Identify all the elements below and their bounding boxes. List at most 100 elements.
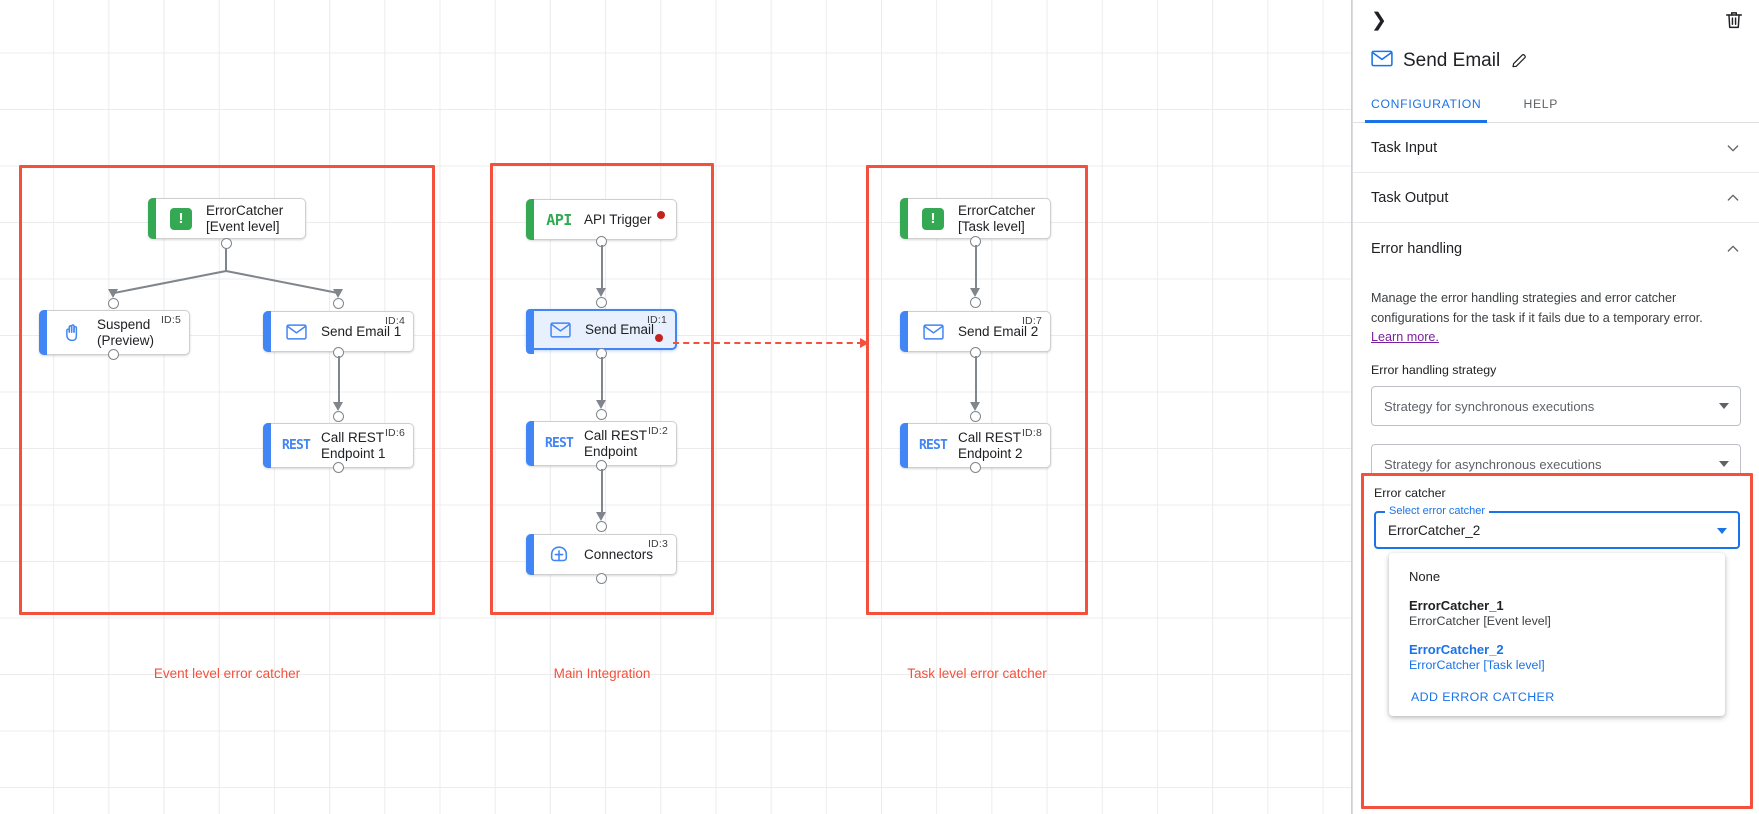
email-icon (283, 319, 309, 345)
node-label: Send Email (585, 321, 655, 337)
error-handling-body: Manage the error handling strategies and… (1353, 275, 1759, 485)
section-label: Task Output (1371, 189, 1449, 206)
node-accent (39, 310, 47, 355)
node-label: Call REST Endpoint 1 (321, 429, 386, 461)
node-send-email[interactable]: Send Email ID:1 (526, 309, 677, 354)
group-box-main-integration (490, 163, 714, 615)
node-label: Send Email 2 (958, 323, 1039, 339)
section-label: Task Input (1371, 139, 1438, 156)
error-catcher-link (673, 342, 863, 344)
menu-item-sublabel: ErrorCatcher [Task level] (1409, 658, 1545, 672)
node-port-in[interactable] (108, 298, 119, 309)
error-catcher-selected-value: ErrorCatcher_2 (1388, 522, 1481, 538)
node-accent (900, 423, 908, 468)
chevron-down-icon (1725, 140, 1741, 156)
panel-title-row: Send Email (1353, 40, 1759, 78)
add-error-catcher-button[interactable]: ADD ERROR CATCHER (1411, 690, 1555, 704)
chevron-down-icon (1717, 528, 1727, 534)
edge (600, 469, 603, 516)
group-caption-main-integration: Main Integration (553, 666, 651, 681)
node-port-out[interactable] (596, 573, 607, 584)
error-handling-strategy-label: Error handling strategy (1371, 363, 1497, 378)
menu-item-label: ErrorCatcher_1 (1409, 598, 1504, 613)
node-label: Connectors (584, 546, 654, 562)
edge-arrowhead (970, 402, 980, 411)
panel-tabs: CONFIGURATION HELP (1353, 90, 1759, 123)
node-port-in[interactable] (970, 411, 981, 422)
workflow-canvas[interactable]: ! ErrorCatcher [Event level] Sus (0, 0, 1352, 814)
node-call-rest-endpoint-2[interactable]: REST Call REST Endpoint 2 ID:8 (900, 423, 1051, 468)
node-port-in[interactable] (596, 409, 607, 420)
chevron-right-icon[interactable]: ❯ (1371, 9, 1387, 31)
menu-item-errorcatcher-2[interactable]: ErrorCatcher_2 ErrorCatcher [Task level] (1389, 635, 1725, 679)
error-catcher-legend: Select error catcher (1385, 505, 1489, 517)
learn-more-link[interactable]: Learn more. (1371, 330, 1439, 345)
chevron-down-icon (1719, 403, 1729, 410)
branch-connector (113, 248, 339, 294)
node-port-out[interactable] (108, 349, 119, 360)
error-indicator-dot (655, 334, 663, 342)
node-port-in[interactable] (596, 297, 607, 308)
task-config-panel: ❯ Send Email (1352, 0, 1759, 814)
node-port-out[interactable] (970, 462, 981, 473)
edge-arrowhead (596, 512, 606, 521)
node-api-trigger[interactable]: API API Trigger (526, 199, 677, 240)
tab-configuration[interactable]: CONFIGURATION (1364, 90, 1497, 123)
section-task-input[interactable]: Task Input (1353, 123, 1759, 173)
node-call-rest-endpoint-1[interactable]: REST Call REST Endpoint 1 ID:6 (263, 423, 414, 468)
tab-help[interactable]: HELP (1523, 97, 1559, 111)
menu-item-sublabel: ErrorCatcher [Event level] (1409, 614, 1551, 628)
node-accent (526, 309, 534, 354)
node-errorcatcher-event-level[interactable]: ! ErrorCatcher [Event level] (148, 198, 306, 239)
node-id-badge: ID:5 (160, 314, 181, 326)
node-accent (148, 198, 156, 239)
node-port-in[interactable] (333, 411, 344, 422)
node-accent (263, 423, 271, 468)
node-port-out[interactable] (333, 462, 344, 473)
menu-item-none[interactable]: None (1389, 562, 1725, 591)
chevron-up-icon (1725, 241, 1741, 257)
node-port-in[interactable] (596, 521, 607, 532)
error-indicator-dot (657, 211, 665, 219)
node-id-badge: ID:8 (1021, 427, 1042, 439)
connectors-icon (546, 542, 572, 568)
node-id-badge: ID:1 (646, 314, 667, 326)
async-strategy-value: Strategy for asynchronous executions (1384, 456, 1602, 472)
node-port-in[interactable] (970, 297, 981, 308)
error-catcher-icon: ! (920, 206, 946, 232)
menu-item-label: None (1409, 569, 1441, 584)
error-catcher-select[interactable]: Select error catcher ErrorCatcher_2 (1374, 505, 1740, 549)
node-call-rest-endpoint[interactable]: REST Call REST Endpoint ID:2 (526, 421, 677, 466)
node-connectors[interactable]: Connectors ID:3 (526, 534, 677, 575)
edge (974, 245, 977, 292)
node-send-email-1[interactable]: Send Email 1 ID:4 (263, 311, 414, 352)
page-title: Send Email (1403, 50, 1501, 71)
node-accent (526, 421, 534, 466)
trash-icon[interactable] (1723, 9, 1745, 31)
node-port-in[interactable] (333, 298, 344, 309)
node-suspend[interactable]: Suspend (Preview) ID:5 (39, 310, 190, 355)
panel-topbar: ❯ (1353, 0, 1759, 40)
pencil-icon[interactable] (1510, 52, 1528, 70)
rest-icon: REST (281, 438, 311, 453)
section-error-handling[interactable]: Error handling (1353, 223, 1759, 275)
section-label: Error handling (1371, 241, 1463, 257)
node-label: ErrorCatcher [Event level] (206, 202, 284, 234)
section-task-output[interactable]: Task Output (1353, 173, 1759, 223)
node-accent (526, 199, 534, 240)
canvas-panel-divider (1351, 0, 1352, 814)
suspend-hand-icon (59, 320, 85, 346)
chevron-down-icon (1719, 461, 1729, 468)
rest-icon: REST (918, 438, 948, 453)
error-catcher-block: Error catcher Select error catcher Error… (1361, 473, 1753, 809)
menu-item-errorcatcher-1[interactable]: ErrorCatcher_1 ErrorCatcher [Event level… (1389, 591, 1725, 635)
email-icon (1371, 50, 1393, 72)
sync-strategy-select[interactable]: Strategy for synchronous executions (1371, 386, 1741, 427)
node-send-email-2[interactable]: Send Email 2 ID:7 (900, 311, 1051, 352)
node-accent (900, 198, 908, 239)
node-label: Send Email 1 (321, 323, 402, 339)
node-errorcatcher-task-level[interactable]: ! ErrorCatcher [Task level] (900, 198, 1051, 239)
node-label: Call REST Endpoint 2 (958, 429, 1023, 461)
edge-arrowhead (596, 288, 606, 297)
